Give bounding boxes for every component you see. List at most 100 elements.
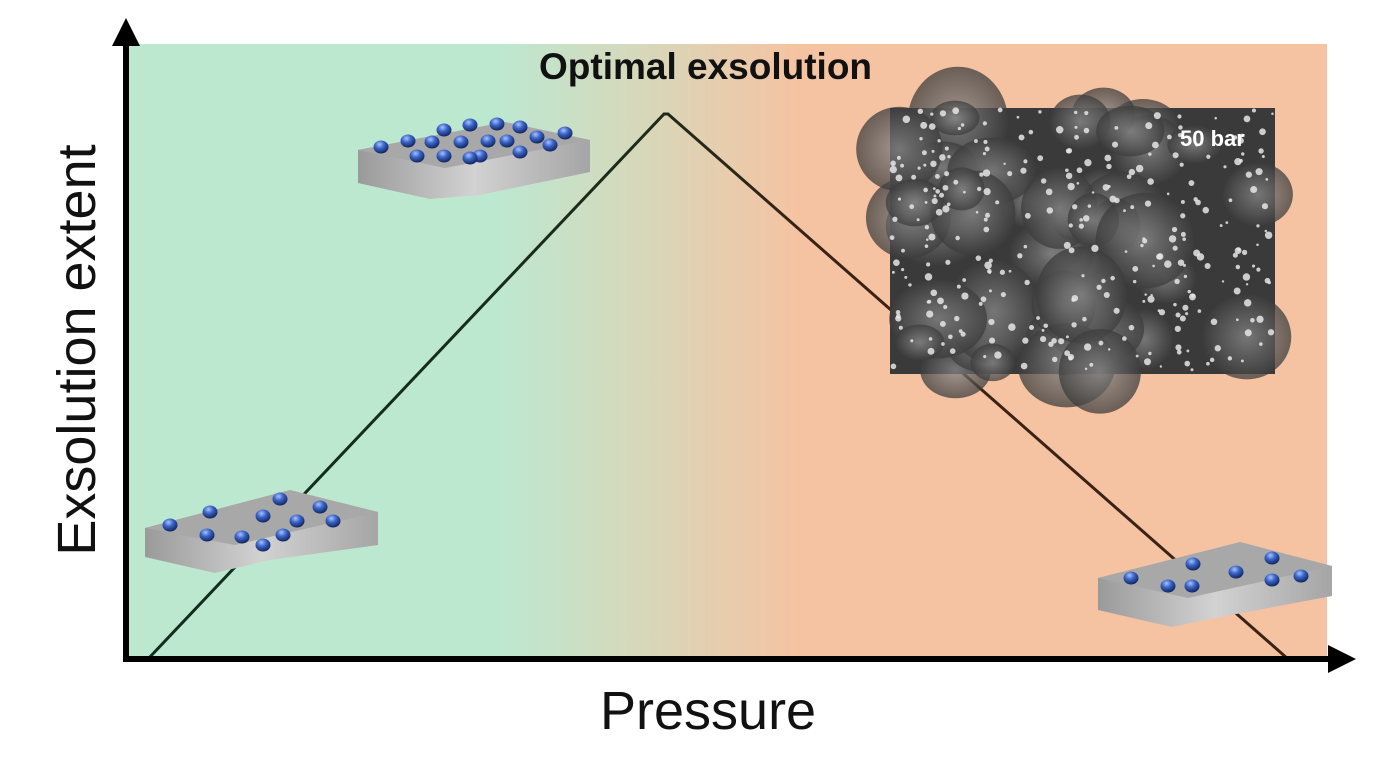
- sem-particle: [961, 292, 969, 300]
- sem-particle: [935, 208, 943, 216]
- sem-particle: [1036, 316, 1040, 320]
- sem-particle: [1023, 159, 1028, 164]
- sem-particle: [935, 189, 940, 194]
- sem-particle: [1228, 198, 1233, 203]
- nanoparticle: [1185, 557, 1201, 571]
- sem-particle: [924, 225, 930, 230]
- sem-particle: [1182, 237, 1186, 242]
- peak-label: Optimal exsolution: [539, 46, 873, 87]
- sem-particle: [926, 310, 934, 318]
- sem-particle: [983, 217, 988, 222]
- sem-particle: [1177, 114, 1182, 119]
- sem-particle: [1152, 264, 1155, 268]
- sem-particle: [1255, 168, 1263, 176]
- sem-particle: [1184, 360, 1191, 367]
- sem-particle: [1250, 318, 1255, 323]
- sem-particle: [1089, 362, 1094, 367]
- sem-particle: [1182, 263, 1186, 267]
- sem-particle: [976, 186, 982, 192]
- sem-particle: [1235, 264, 1241, 270]
- sem-particle: [1124, 250, 1128, 253]
- sem-particle: [994, 351, 1002, 359]
- sem-particle: [1145, 122, 1153, 130]
- sem-particle: [1167, 134, 1172, 140]
- sem-particle: [926, 238, 929, 241]
- sem-particle: [1264, 231, 1273, 239]
- sem-particle: [1024, 212, 1031, 219]
- sem-particle: [1202, 206, 1209, 214]
- sem-particle: [948, 334, 953, 340]
- sem-particle: [983, 226, 990, 233]
- sem-particle: [962, 278, 967, 282]
- sem-particle: [1074, 125, 1078, 129]
- sem-particle: [927, 347, 935, 355]
- sem-particle: [1206, 361, 1210, 366]
- sem-particle: [1235, 318, 1239, 322]
- sem-particle: [1233, 287, 1241, 295]
- sem-grain: [1202, 294, 1292, 380]
- sem-particle: [911, 174, 917, 180]
- sem-particle: [1103, 291, 1110, 298]
- sem-grain: [856, 106, 943, 192]
- sem-particle: [942, 205, 950, 213]
- sem-particle: [1264, 277, 1271, 284]
- sem-particle: [988, 318, 995, 326]
- sem-particle: [1234, 247, 1242, 255]
- sem-particle: [1052, 356, 1058, 363]
- sem-particle: [1020, 362, 1028, 370]
- sem-particle: [1087, 204, 1092, 208]
- sem-particle: [902, 115, 911, 124]
- sem-particle: [1179, 162, 1184, 167]
- sem-particle: [960, 331, 966, 337]
- sem-particle: [1148, 152, 1152, 156]
- sem-particle: [952, 107, 960, 115]
- sem-particle: [1210, 318, 1218, 326]
- sem-particle: [1186, 349, 1190, 353]
- sem-particle: [1168, 235, 1177, 243]
- sem-particle: [1128, 168, 1136, 176]
- sem-particle: [975, 210, 979, 214]
- sem-particle: [1000, 291, 1006, 298]
- sem-particle: [997, 107, 1003, 113]
- sem-particle: [1180, 213, 1186, 219]
- nanoparticle: [1123, 571, 1139, 585]
- sem-particle: [932, 187, 936, 191]
- sem-particle: [1083, 343, 1092, 351]
- sem-particle: [1068, 247, 1075, 254]
- sem-grain: [1222, 162, 1293, 227]
- nanoparticle: [255, 538, 271, 552]
- sem-particle: [1101, 278, 1106, 284]
- nanoparticle: [424, 135, 440, 149]
- sem-particle: [1232, 252, 1238, 258]
- nanoparticle: [462, 151, 478, 165]
- sem-particle: [931, 197, 938, 205]
- sem-particle: [982, 151, 986, 156]
- sem-particle: [1142, 238, 1148, 244]
- sem-particle: [895, 174, 903, 182]
- sem-particle: [1114, 125, 1119, 130]
- sem-particle: [989, 337, 996, 344]
- sem-particle: [939, 110, 947, 117]
- sem-particle: [1178, 125, 1183, 130]
- optimal-pressure-sample: [358, 117, 590, 199]
- sem-particle: [1084, 110, 1089, 116]
- sem-particle: [1197, 309, 1202, 313]
- sem-particle: [1107, 348, 1111, 351]
- nanoparticle: [462, 118, 478, 132]
- sem-particle: [1076, 181, 1080, 185]
- sem-particle: [1190, 368, 1194, 372]
- sem-particle: [889, 165, 897, 174]
- sem-particle: [943, 304, 948, 310]
- sem-particle: [1041, 328, 1045, 332]
- sem-particle: [1040, 335, 1047, 343]
- nanoparticle: [1184, 579, 1200, 593]
- sem-particle: [1214, 345, 1221, 352]
- nanoparticle: [436, 149, 452, 163]
- sem-particle: [1158, 309, 1166, 316]
- sem-particle: [1250, 186, 1258, 194]
- sem-particle: [1091, 244, 1099, 253]
- sem-particle: [1256, 315, 1264, 323]
- sem-particle: [1243, 115, 1251, 123]
- nanoparticle: [453, 135, 469, 149]
- sem-particle: [1135, 354, 1139, 358]
